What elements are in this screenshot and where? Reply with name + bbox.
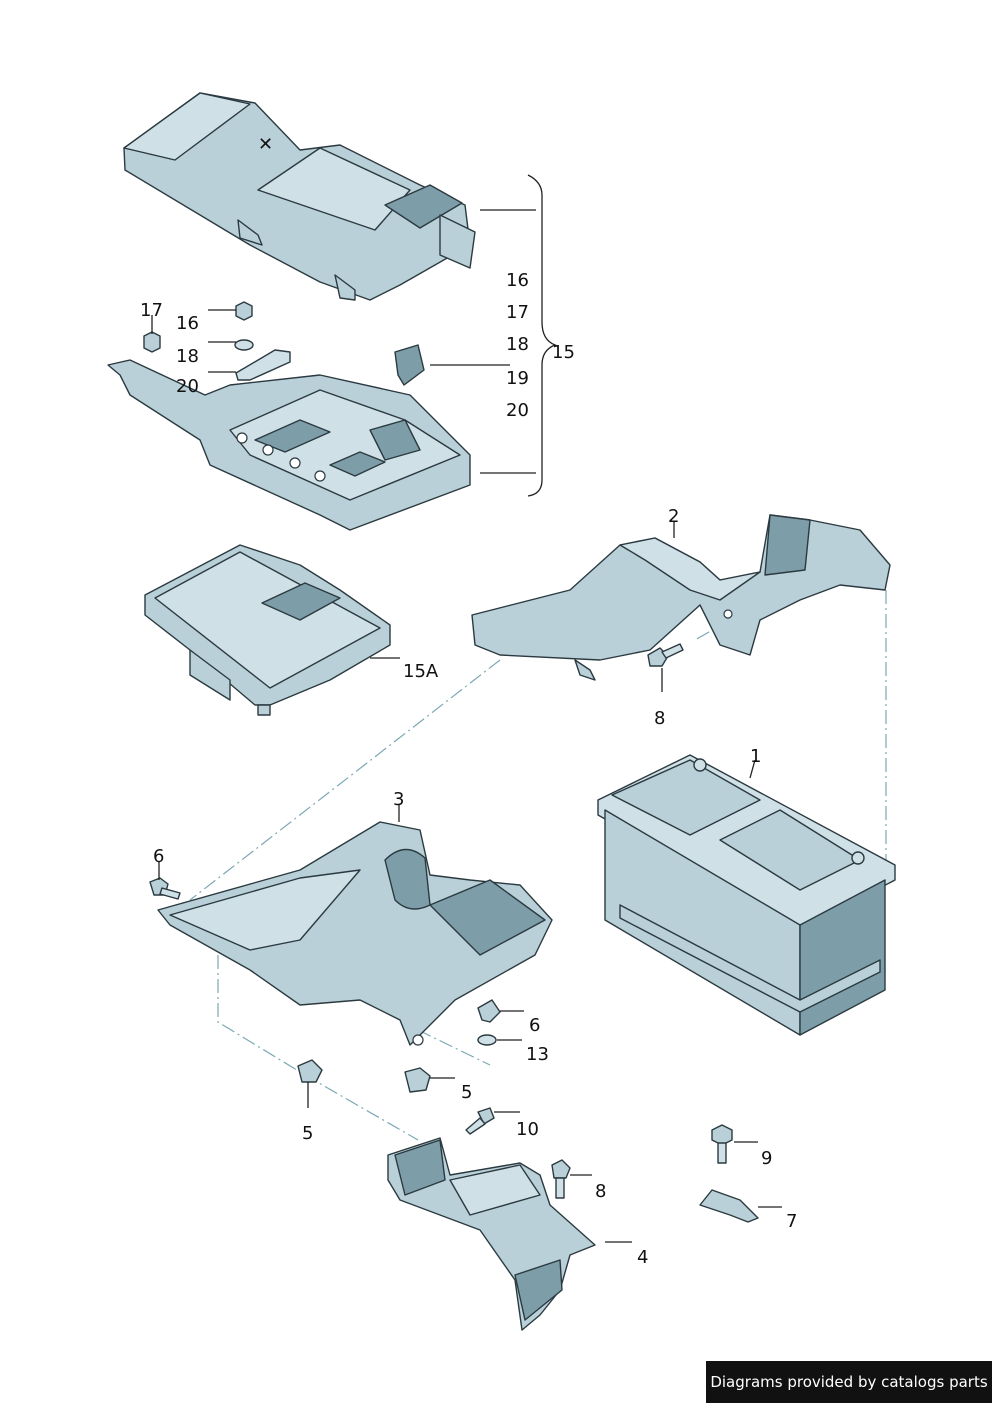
- callout-18-left: 18: [176, 346, 199, 367]
- fasteners-middle: [297, 999, 501, 1093]
- callout-6-left: 6: [153, 846, 164, 867]
- screw-6-left: [149, 877, 181, 900]
- callout-10: 10: [516, 1119, 539, 1140]
- callout-18-right: 18: [506, 334, 529, 355]
- callout-5-right: 5: [461, 1082, 472, 1103]
- small-fasteners-top: [143, 301, 425, 386]
- svg-text:✕: ✕: [258, 134, 273, 155]
- callout-3: 3: [393, 789, 404, 810]
- fuse-box-cover: ✕: [123, 92, 476, 301]
- callout-15a: 15A: [403, 661, 439, 682]
- callout-16-left: 16: [176, 313, 199, 334]
- callout-17-left: 17: [140, 300, 163, 321]
- callout-7: 7: [786, 1211, 797, 1232]
- credit-banner: Diagrams provided by catalogs parts: [706, 1361, 992, 1403]
- bolt-9-clip-7: [699, 1124, 759, 1223]
- leader-lines: [151, 174, 782, 1243]
- callout-5-left: 5: [302, 1123, 313, 1144]
- callout-4: 4: [637, 1247, 648, 1268]
- callout-2: 2: [668, 506, 679, 527]
- callout-8-lower: 8: [595, 1181, 606, 1202]
- bolt-8-upper: [647, 643, 684, 667]
- callout-6-right: 6: [529, 1015, 540, 1036]
- callout-9: 9: [761, 1148, 772, 1169]
- callout-8-upper: 8: [654, 708, 665, 729]
- callout-13: 13: [526, 1044, 549, 1065]
- callout-17-right: 17: [506, 302, 529, 323]
- callout-labels: 16 17 18 19 20 15 17 16 18 20 15A 2 8 1 …: [140, 270, 797, 1268]
- callout-20-right: 20: [506, 400, 529, 421]
- upper-bracket: [471, 514, 891, 681]
- callout-19: 19: [506, 368, 529, 389]
- callout-16-right: 16: [506, 270, 529, 291]
- lower-bracket: [387, 1137, 596, 1331]
- fuse-box-base: [107, 359, 471, 531]
- callout-1: 1: [750, 746, 761, 767]
- callout-20-left: 20: [176, 376, 199, 397]
- callout-15: 15: [552, 342, 575, 363]
- cover-plate-15a: [144, 544, 391, 716]
- battery: [597, 754, 896, 1036]
- fasteners-lower: [465, 1107, 571, 1199]
- battery-tray: [157, 821, 553, 1046]
